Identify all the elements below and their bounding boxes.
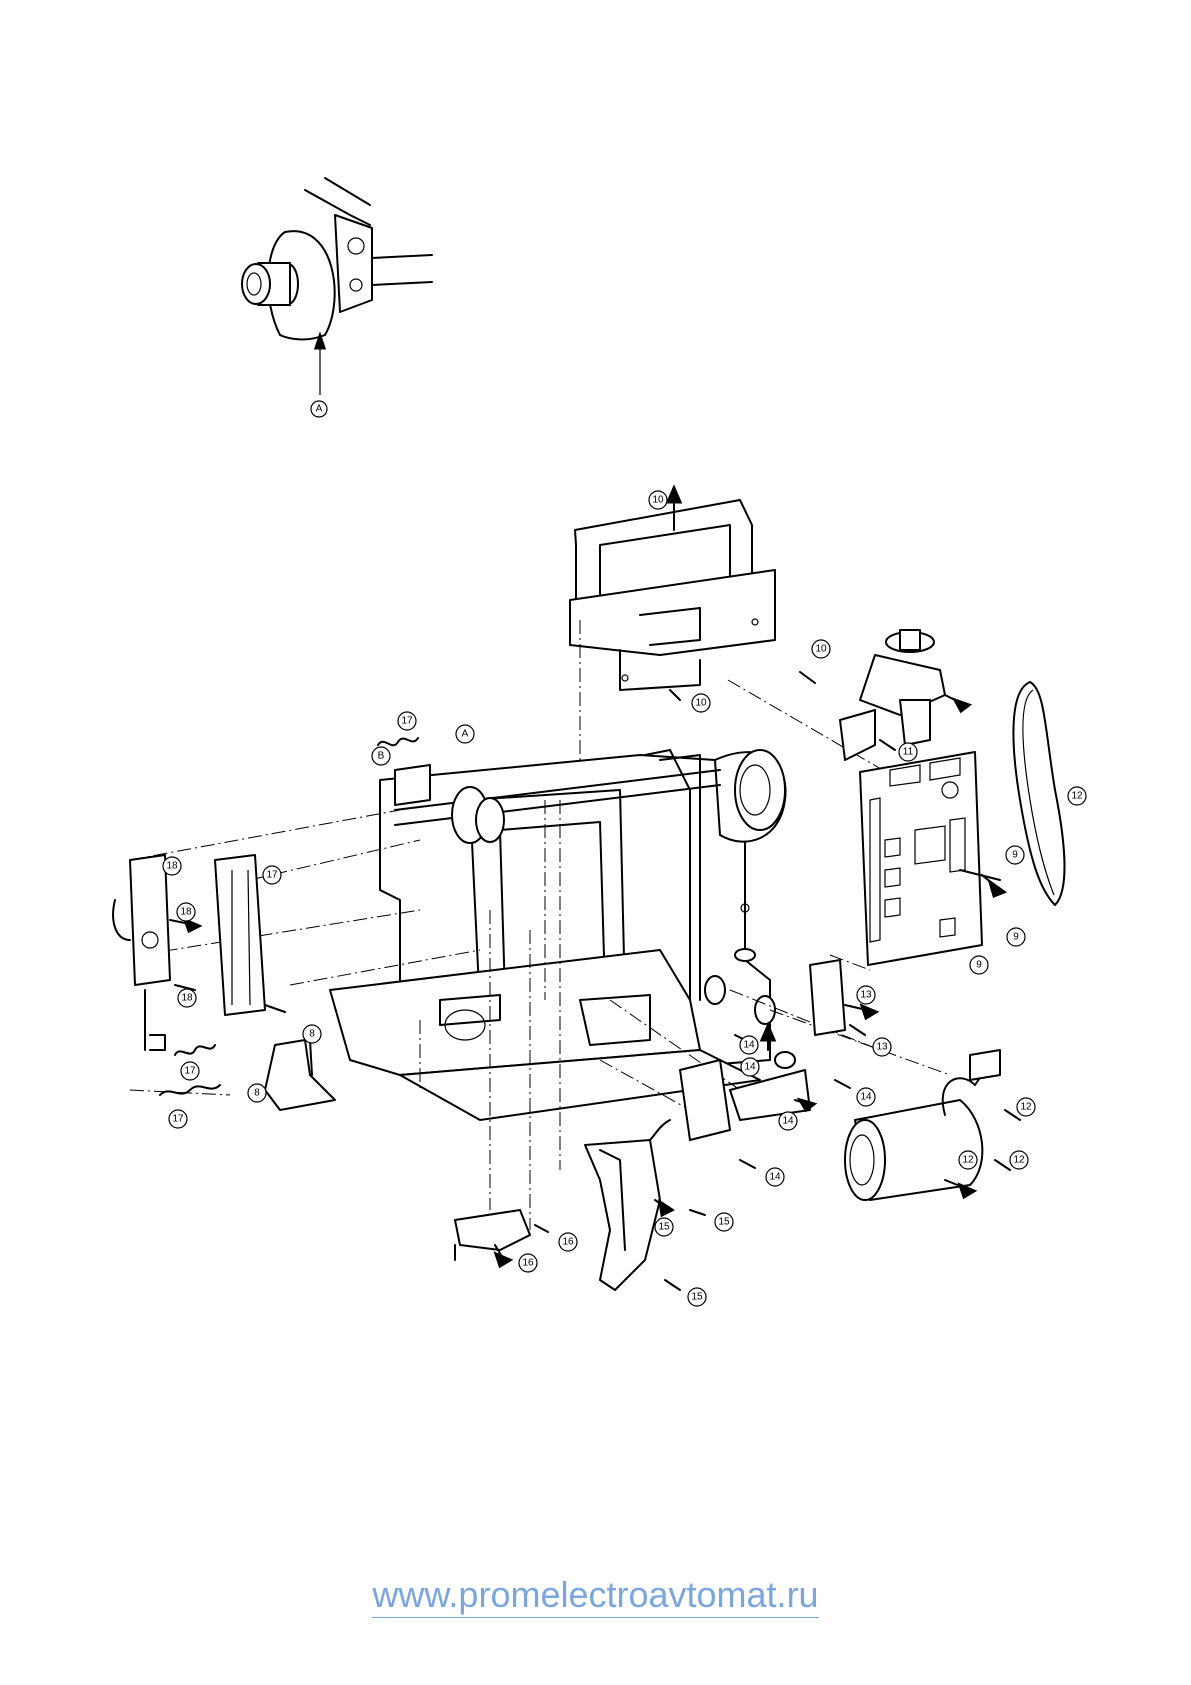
callout-l15c: 15	[688, 1288, 706, 1306]
callout-l18a: 18	[163, 857, 181, 875]
svg-text:14: 14	[860, 1092, 872, 1103]
svg-text:B: B	[378, 751, 385, 762]
svg-text:16: 16	[562, 1237, 574, 1248]
callout-l14d: 14	[779, 1112, 797, 1130]
svg-text:17: 17	[172, 1114, 184, 1125]
callout-l12b: 12	[1017, 1098, 1035, 1116]
callout-l14e: 14	[766, 1168, 784, 1186]
svg-text:9: 9	[976, 960, 982, 971]
svg-text:18: 18	[181, 993, 193, 1004]
callout-l18b: 18	[177, 903, 195, 921]
svg-text:8: 8	[254, 1088, 260, 1099]
control-circuit-board	[860, 752, 1004, 965]
callout-l15b: 15	[715, 1213, 733, 1231]
callout-lB: B	[372, 747, 390, 765]
callout-l8a: 8	[303, 1025, 321, 1043]
callout-l10a: 10	[649, 491, 667, 509]
svg-text:17: 17	[184, 1066, 196, 1077]
svg-text:9: 9	[1012, 850, 1018, 861]
drive-motor	[845, 1050, 1020, 1200]
callout-l17a: 17	[398, 712, 416, 730]
timing-belt	[1013, 682, 1064, 905]
callout-a: A	[316, 404, 323, 415]
callout-l10b: 10	[812, 640, 830, 658]
callout-l14a: 14	[740, 1036, 758, 1054]
callout-l14c: 14	[857, 1088, 875, 1106]
presser-bar-assembly	[160, 855, 285, 1095]
svg-text:10: 10	[695, 698, 707, 709]
presser-foot	[265, 1040, 335, 1110]
callout-l10c: 10	[692, 694, 710, 712]
svg-text:8: 8	[309, 1029, 315, 1040]
svg-text:13: 13	[876, 1042, 888, 1053]
callout-l17b: 17	[263, 866, 281, 884]
callout-l13a: 13	[857, 986, 875, 1004]
callout-l11: 11	[899, 743, 917, 761]
svg-text:A: A	[462, 729, 469, 740]
callout-l9a: 9	[1006, 846, 1024, 864]
footer-url[interactable]: www.promelectroavtomat.ru	[0, 1574, 1191, 1616]
callout-l8b: 8	[248, 1084, 266, 1102]
hook-cover	[585, 1140, 705, 1290]
svg-text:18: 18	[180, 907, 192, 918]
svg-text:12: 12	[1020, 1102, 1032, 1113]
callout-l18c: 18	[178, 989, 196, 1007]
svg-text:10: 10	[815, 644, 827, 655]
svg-text:12: 12	[1013, 1155, 1025, 1166]
bobbin-winder	[840, 630, 969, 760]
needle-bar-assembly	[113, 855, 199, 1050]
callout-l17c: 17	[181, 1062, 199, 1080]
callout-l15a: 15	[655, 1218, 673, 1236]
svg-text:13: 13	[860, 990, 872, 1001]
callout-l14b: 14	[741, 1058, 759, 1076]
carrying-handle	[570, 488, 775, 690]
callout-l13b: 13	[873, 1038, 891, 1056]
svg-text:17: 17	[401, 716, 413, 727]
callout-l12c: 12	[1010, 1151, 1028, 1169]
svg-text:14: 14	[769, 1172, 781, 1183]
svg-text:15: 15	[658, 1222, 670, 1233]
callout-l12a: 12	[1068, 787, 1086, 805]
svg-text:14: 14	[782, 1116, 794, 1127]
svg-text:14: 14	[744, 1062, 756, 1073]
svg-text:14: 14	[743, 1040, 755, 1051]
callout-l16b: 16	[519, 1254, 537, 1272]
callout-lA: A	[456, 725, 474, 743]
footer-url-text[interactable]: www.promelectroavtomat.ru	[372, 1574, 818, 1618]
svg-text:15: 15	[691, 1292, 703, 1303]
svg-text:9: 9	[1013, 932, 1019, 943]
svg-text:12: 12	[962, 1155, 974, 1166]
svg-text:12: 12	[1071, 791, 1083, 802]
svg-text:15: 15	[718, 1217, 730, 1228]
svg-text:16: 16	[522, 1258, 534, 1269]
callout-l17d: 17	[169, 1110, 187, 1128]
callout-l9b: 9	[1007, 928, 1025, 946]
svg-text:11: 11	[903, 747, 914, 758]
detail-view-a: A	[242, 178, 432, 417]
svg-text:10: 10	[652, 495, 664, 506]
svg-text:17: 17	[266, 870, 278, 881]
callout-l16a: 16	[559, 1233, 577, 1251]
callout-l9c: 9	[970, 956, 988, 974]
svg-text:18: 18	[166, 861, 178, 872]
callout-l12d: 12	[959, 1151, 977, 1169]
